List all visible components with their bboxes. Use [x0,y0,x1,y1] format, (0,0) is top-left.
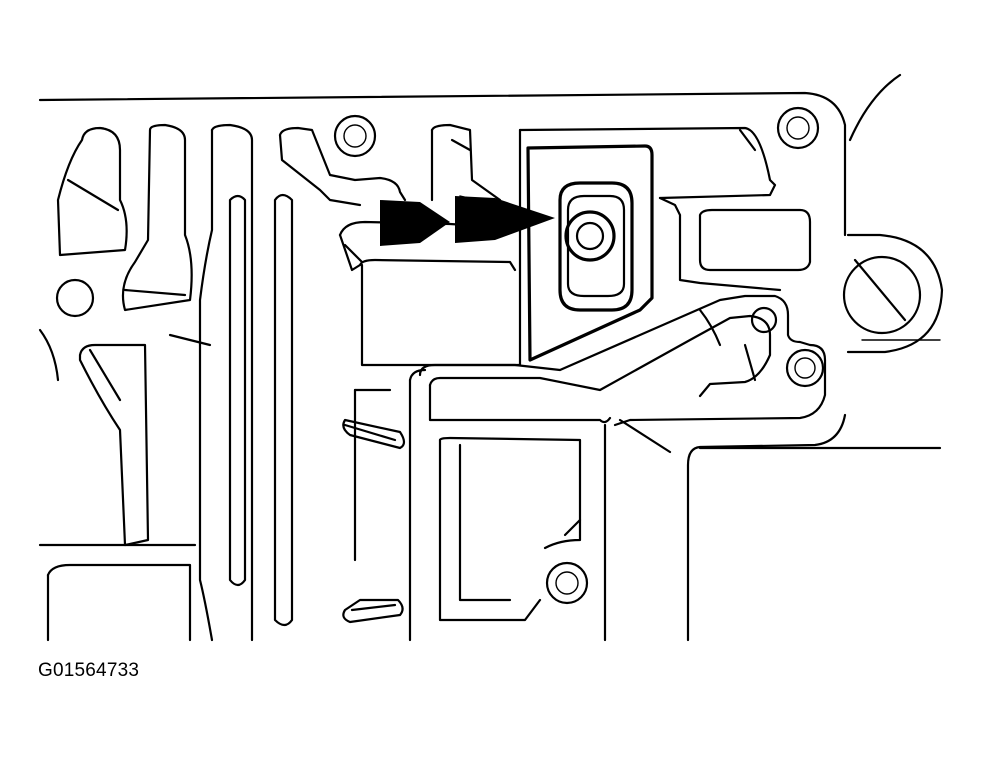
lower-passages [342,368,672,642]
main-pocket [338,220,522,367]
upper-middle-passages [278,106,820,367]
double-arrow-icon [380,195,555,246]
check-ball-plate [526,144,654,362]
valve-body-outline [38,73,942,642]
figure-code: G01564733 [38,660,140,681]
right-passages [418,196,827,427]
left-channels [38,123,294,642]
right-boss [842,233,944,354]
